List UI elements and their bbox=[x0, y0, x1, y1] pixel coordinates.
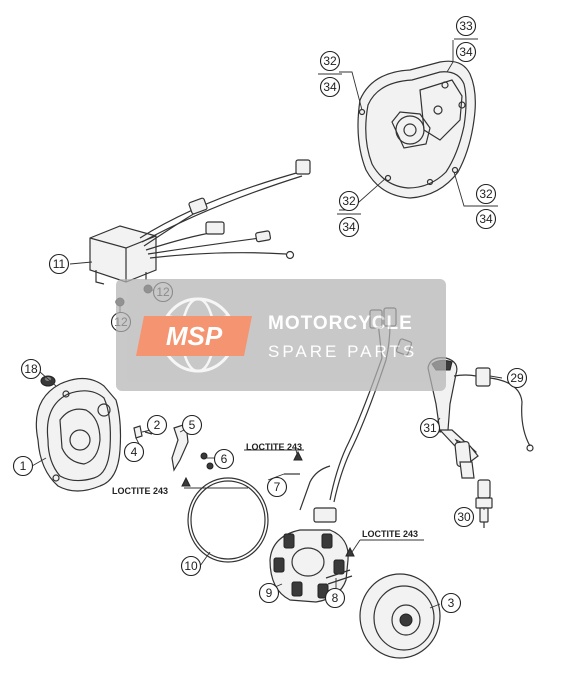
clip-parts bbox=[133, 423, 214, 487]
svg-text:32: 32 bbox=[323, 54, 337, 68]
svg-text:34: 34 bbox=[459, 45, 473, 59]
callout-8: 8 bbox=[324, 587, 346, 609]
watermark-logo-box bbox=[136, 316, 252, 356]
svg-text:34: 34 bbox=[479, 212, 493, 226]
svg-text:34: 34 bbox=[323, 80, 337, 94]
callout-33: 33 bbox=[455, 15, 477, 37]
svg-text:2: 2 bbox=[154, 418, 161, 432]
callout-32-bottom-left: 32 bbox=[338, 190, 360, 212]
coil-connector bbox=[453, 367, 534, 452]
svg-text:1: 1 bbox=[20, 459, 27, 473]
callout-34-top-left: 34 bbox=[319, 76, 341, 98]
callout-5: 5 bbox=[181, 414, 203, 436]
callout-10: 10 bbox=[180, 555, 202, 577]
callout-34-top-right: 34 bbox=[455, 41, 477, 63]
svg-text:32: 32 bbox=[342, 194, 356, 208]
cdi-unit bbox=[89, 225, 157, 285]
flywheel bbox=[359, 573, 441, 659]
svg-text:11: 11 bbox=[53, 257, 66, 271]
svg-text:10: 10 bbox=[184, 559, 198, 573]
cdi-wiring-harness bbox=[139, 159, 311, 260]
svg-text:31: 31 bbox=[423, 421, 437, 435]
callout-34-bottom-right: 34 bbox=[475, 208, 497, 230]
svg-text:3: 3 bbox=[448, 596, 455, 610]
callout-4: 4 bbox=[123, 441, 145, 463]
watermark-line1: MOTORCYCLE bbox=[268, 313, 413, 334]
svg-text:29: 29 bbox=[510, 371, 524, 385]
watermark-band bbox=[116, 279, 446, 391]
svg-text:6: 6 bbox=[221, 452, 228, 466]
watermark: MSP MOTORCYCLE SPARE PARTS bbox=[116, 279, 446, 391]
o-ring-inner bbox=[190, 480, 266, 560]
callout-32-bottom-right: 32 bbox=[475, 183, 497, 205]
callout-34-bottom-left: 34 bbox=[338, 216, 360, 238]
svg-text:5: 5 bbox=[189, 418, 196, 432]
loctite-label-left: LOCTITE 243 bbox=[112, 486, 168, 496]
ignition-cover bbox=[357, 60, 476, 199]
loctite-label-right: LOCTITE 243 bbox=[362, 529, 418, 539]
callout-9: 9 bbox=[258, 582, 280, 604]
svg-text:7: 7 bbox=[274, 480, 281, 494]
svg-text:8: 8 bbox=[332, 591, 339, 605]
svg-text:4: 4 bbox=[131, 445, 138, 459]
grommet bbox=[40, 375, 56, 387]
svg-text:30: 30 bbox=[457, 510, 471, 524]
callout-18: 18 bbox=[20, 358, 42, 380]
svg-text:34: 34 bbox=[342, 220, 356, 234]
loctite-label-mid: LOCTITE 243 bbox=[246, 442, 302, 452]
svg-text:32: 32 bbox=[479, 187, 493, 201]
stator-housing bbox=[35, 377, 122, 492]
callout-6: 6 bbox=[213, 448, 235, 470]
svg-text:18: 18 bbox=[24, 362, 38, 376]
stator-screws bbox=[284, 450, 355, 585]
svg-text:9: 9 bbox=[266, 586, 273, 600]
spark-plug bbox=[475, 479, 493, 528]
callout-7: 7 bbox=[266, 476, 288, 498]
callout-1: 1 bbox=[12, 455, 34, 477]
watermark-logo-text: MSP bbox=[166, 321, 223, 351]
callout-29: 29 bbox=[506, 367, 528, 389]
callout-11: 11 bbox=[48, 253, 70, 275]
callout-30: 30 bbox=[453, 506, 475, 528]
callout-3: 3 bbox=[440, 592, 462, 614]
callout-separators bbox=[318, 38, 498, 215]
callout-32-top: 32 bbox=[319, 50, 341, 72]
o-ring bbox=[187, 477, 269, 563]
callout-2: 2 bbox=[146, 414, 168, 436]
callout-31: 31 bbox=[419, 417, 441, 439]
svg-text:33: 33 bbox=[459, 19, 473, 33]
watermark-line2: SPARE PARTS bbox=[268, 342, 417, 361]
